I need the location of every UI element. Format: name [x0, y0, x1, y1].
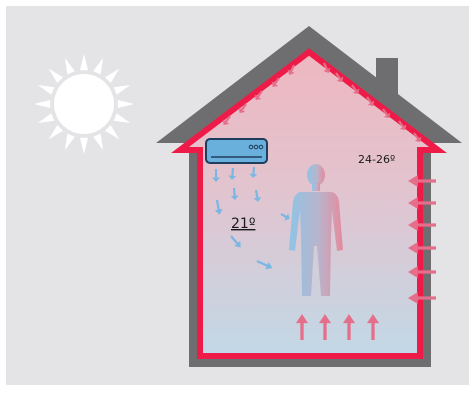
sun-ray [93, 133, 104, 151]
sun-ray [105, 68, 120, 83]
sun-ray [64, 133, 75, 151]
roof-heat-arrow [351, 84, 360, 95]
sun-ray [37, 113, 55, 124]
cool-air-arrow [214, 199, 223, 215]
floor-heat-arrows [296, 314, 379, 340]
person-silhouette-icon [289, 164, 343, 296]
sun-ray [113, 113, 131, 124]
wall-heat-arrow [408, 197, 436, 209]
wall-heat-arrows [408, 175, 436, 304]
wall-heat-arrow [408, 219, 436, 231]
roof-heat-arrow [398, 120, 407, 131]
roof-heat-arrow [254, 90, 263, 101]
air-conditioner-icon [205, 138, 268, 164]
roof-heat-arrow [238, 103, 247, 114]
sun-ray [80, 137, 88, 154]
cool-air-arrows [212, 166, 290, 270]
cool-air-arrow [256, 260, 273, 270]
roof-heat-arrow [287, 64, 295, 75]
sun-ray [113, 84, 131, 95]
cool-air-arrow [230, 187, 239, 200]
roof-heat-arrow [222, 115, 231, 126]
sun-ray [80, 54, 88, 71]
sun-icon [34, 54, 134, 154]
cool-air-arrow [230, 235, 241, 248]
cool-air-arrow [280, 213, 290, 221]
roof-heat-arrows [222, 62, 422, 143]
roof-heat-arrow [366, 96, 375, 107]
room-temperature-label: 24-26º [358, 153, 395, 166]
wall-heat-arrow [408, 266, 436, 278]
floor-heat-arrow [367, 314, 379, 340]
roof-heat-arrow [335, 72, 344, 83]
sun-ray [64, 57, 75, 75]
wall-heat-arrow [408, 175, 436, 187]
wall-heat-arrow [408, 242, 436, 254]
cool-air-arrow [253, 189, 262, 202]
sun-ray [34, 100, 51, 108]
sun-ray [105, 125, 120, 140]
wall-heat-arrow [408, 292, 436, 304]
cool-air-arrow [212, 169, 220, 182]
sun-ray [48, 68, 63, 83]
floor-heat-arrow [343, 314, 355, 340]
sun-ray [37, 84, 55, 95]
roof-heat-arrow [413, 132, 422, 143]
cool-air-arrow [249, 166, 258, 178]
sun-ray [117, 100, 134, 108]
roof-heat-arrow [271, 77, 280, 88]
sun-ray [48, 125, 63, 140]
roof-heat-arrow [382, 108, 391, 119]
sun-ray [93, 57, 104, 75]
floor-heat-arrow [296, 314, 308, 340]
floor-heat-arrow [319, 314, 331, 340]
cool-air-arrow [228, 167, 237, 180]
roof-heat-arrow [323, 62, 331, 73]
ac-temperature-label: 21º [231, 216, 255, 232]
